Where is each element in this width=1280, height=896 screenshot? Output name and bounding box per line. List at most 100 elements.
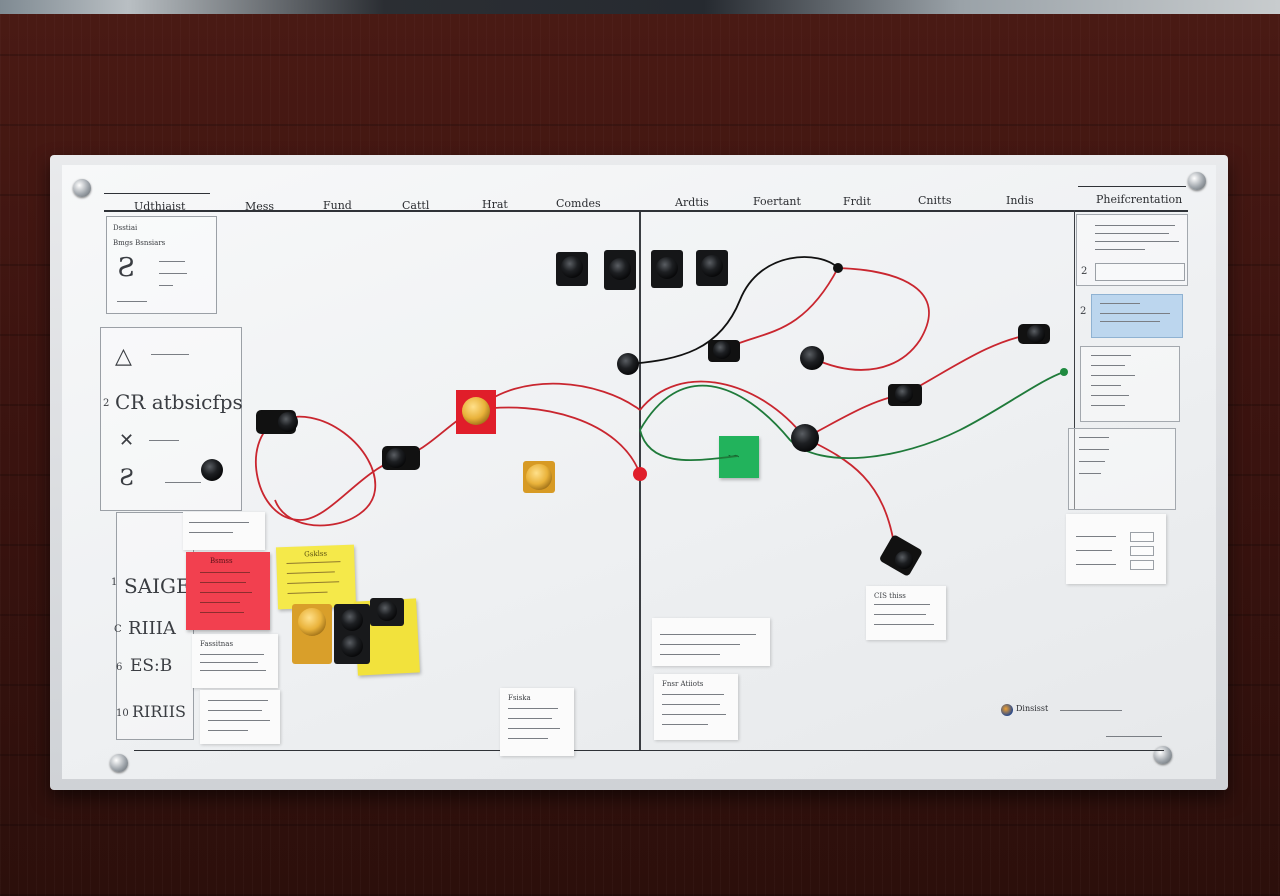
- column-header-2: Mess: [245, 200, 275, 213]
- scribble-line: [165, 482, 201, 483]
- right-panel-list-2: [1068, 428, 1176, 510]
- footer-logo-icon: [1001, 704, 1013, 716]
- scribble-line: [200, 662, 258, 663]
- knob[interactable]: [708, 340, 740, 362]
- left-top-box-title: Dsstiai: [113, 224, 138, 232]
- green-connector-dot: [1060, 368, 1068, 376]
- column-header-12: Pheifcrentation: [1096, 193, 1183, 206]
- red-wire: [904, 333, 1035, 395]
- knob[interactable]: [791, 424, 819, 452]
- bottom-left-card: Fassitnas: [192, 634, 278, 688]
- scribble-line: [200, 654, 264, 655]
- scribble-line: [208, 730, 248, 731]
- scribble-line: [874, 614, 926, 615]
- bottom-knob-cluster[interactable]: [292, 598, 404, 664]
- red-wire: [475, 382, 641, 411]
- column-header-11: Indis: [1006, 194, 1034, 207]
- column-header-6: Comdes: [556, 197, 601, 210]
- scribble-line: [1091, 395, 1129, 396]
- row-label: 6: [116, 662, 123, 673]
- scribble-line: [508, 738, 548, 739]
- scribble-line: [189, 522, 249, 523]
- red-connector-dot: [633, 467, 647, 481]
- row-label: 2: [103, 398, 110, 409]
- column-header-4: Cattl: [402, 199, 430, 212]
- right-panel-divider: [1074, 210, 1075, 510]
- row-label: C: [114, 624, 122, 635]
- green-sticky-note[interactable]: ∽: [719, 436, 759, 478]
- scribble-line: [189, 532, 233, 533]
- knob-icon: [895, 385, 913, 403]
- scribble-line: [200, 592, 252, 593]
- column-header-10: Cnitts: [918, 194, 952, 207]
- red-sticky-header: Bsmss: [210, 557, 233, 565]
- scribble-line: [1076, 550, 1112, 551]
- red-sticky-note[interactable]: Bsmss: [186, 552, 270, 630]
- left-top-box-subtitle: Bmgs Bsnsiars: [113, 239, 166, 247]
- form-field: [1130, 532, 1154, 542]
- bottom-left-card-2: [200, 690, 280, 744]
- column-header-9: Frdit: [843, 195, 871, 208]
- header-rule: [104, 210, 1188, 212]
- knob[interactable]: [1018, 324, 1050, 344]
- scribble-line: [208, 700, 268, 701]
- scribble-line: [200, 582, 246, 583]
- bottom-mid-card-title: Fnsr Atiiots: [662, 680, 704, 688]
- squiggle-glyph: Ƨ: [119, 466, 135, 491]
- scribble-line: [1060, 710, 1122, 711]
- knob[interactable]: [382, 446, 420, 470]
- row-label: 1: [111, 577, 118, 588]
- scribble-line: [1100, 321, 1160, 322]
- scribble-line: [117, 301, 147, 302]
- scribble-line: [208, 710, 262, 711]
- scribble-line: [660, 644, 740, 645]
- knob-icon: [701, 255, 723, 277]
- knob[interactable]: [256, 410, 298, 434]
- knob[interactable]: [888, 384, 922, 406]
- mid-card: [652, 618, 770, 666]
- yellow-knob[interactable]: [523, 461, 555, 493]
- knob-icon: [386, 448, 406, 468]
- small-card: [183, 512, 265, 550]
- knob[interactable]: [617, 353, 639, 375]
- knob-icon: [895, 551, 913, 569]
- scribble-line: [1091, 355, 1131, 356]
- knob-icon: [278, 412, 298, 432]
- knob[interactable]: [201, 459, 223, 481]
- row-label: 10: [116, 708, 129, 719]
- handwriting-3: ES:B: [130, 656, 173, 676]
- top-knob-row[interactable]: [556, 250, 728, 290]
- black-connector-dot: [833, 263, 843, 273]
- left-middle-box: △ CR atbsicfps ✕ Ƨ: [100, 327, 243, 511]
- green-wire: [639, 429, 739, 461]
- scribble-line: [508, 728, 560, 729]
- left-top-box-glyph: Ƨ: [117, 253, 135, 283]
- scribble-line: [159, 273, 187, 274]
- red-wire: [804, 437, 896, 551]
- scribble-line: [1100, 303, 1140, 304]
- knob-icon: [201, 459, 223, 481]
- knob[interactable]: [879, 534, 923, 577]
- triangle-glyph: △: [115, 344, 132, 369]
- scribble-line: [149, 440, 179, 441]
- scribble-line: [159, 285, 173, 286]
- red-wire: [255, 421, 401, 521]
- right-row-number: 2: [1081, 266, 1088, 277]
- scribble-line: [200, 602, 240, 603]
- corner-screw-icon: [110, 754, 128, 772]
- scribble-line: [662, 714, 726, 715]
- form-field: [1130, 546, 1154, 556]
- red-wire: [475, 406, 641, 475]
- scribble-line: [1095, 233, 1169, 234]
- scribble-line: [200, 670, 266, 671]
- column-header-3: Fund: [323, 199, 352, 212]
- knob[interactable]: [800, 346, 824, 370]
- scribble-line: [1095, 225, 1175, 226]
- knob-icon: [713, 341, 731, 359]
- scribble-line: [1079, 449, 1109, 450]
- scribble-line: [1095, 249, 1145, 250]
- handwriting-1: SAIGE: [124, 574, 191, 598]
- red-knob-block[interactable]: [456, 390, 496, 434]
- center-card: Fsiska: [500, 688, 574, 756]
